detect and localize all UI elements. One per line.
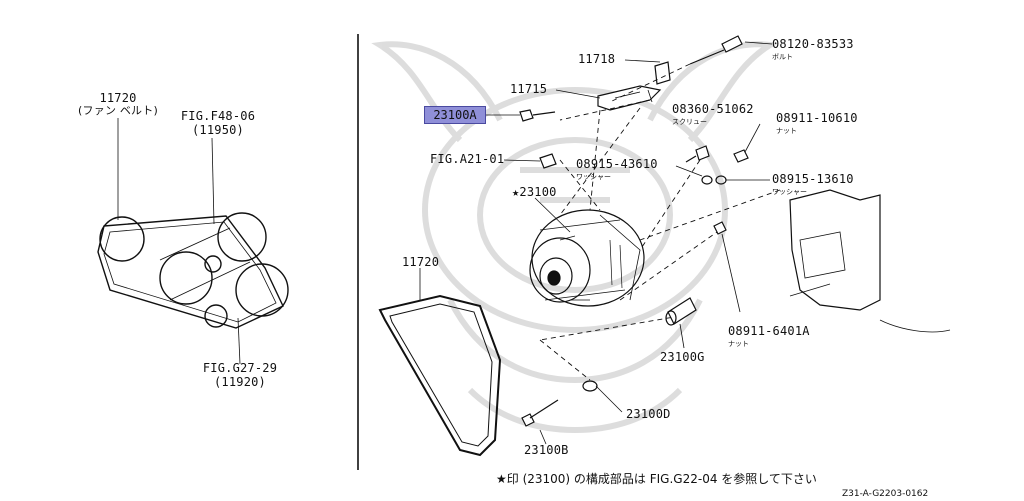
- belt-part-number[interactable]: 11720: [99, 91, 137, 105]
- belt-routing-schematic: [97, 118, 289, 365]
- part-label-08915-43610[interactable]: 08915-43610: [576, 157, 658, 171]
- part-sub-08360-51062: スクリュー: [672, 118, 707, 126]
- part-sub-08915-13610: ワッシャー: [772, 188, 807, 196]
- belt-part-name: (ファン ベルト): [78, 104, 158, 117]
- part-label-11720[interactable]: 11720: [402, 255, 440, 269]
- part-sub-08911-6401a: ナット: [728, 340, 749, 348]
- part-label-23100d[interactable]: 23100D: [626, 407, 671, 421]
- part-label-11715[interactable]: 11715: [510, 82, 548, 96]
- fig-f48-reference[interactable]: FIG.F48-06: [180, 109, 256, 123]
- part-label-11718[interactable]: 11718: [578, 52, 616, 66]
- part-label-08911-6401a[interactable]: 08911-6401A: [728, 324, 810, 338]
- part-label-23100b[interactable]: 23100B: [524, 443, 569, 457]
- part-label-08915-13610[interactable]: 08915-13610: [772, 172, 854, 186]
- fig-f48-part: (11950): [192, 123, 244, 137]
- footer-note: ★印 (23100) の構成部品は FIG.G22-04 を参照して下さい: [496, 472, 817, 486]
- part-sub-08120-83533: ボルト: [772, 53, 793, 61]
- fig-a21-reference[interactable]: FIG.A21-01: [430, 152, 505, 166]
- part-label-23100a-highlighted[interactable]: 23100A: [424, 106, 486, 124]
- part-sub-08915-43610: ワッシャー: [576, 173, 611, 181]
- part-label-08911-10610[interactable]: 08911-10610: [776, 111, 858, 125]
- alternator-exploded-view: [378, 35, 951, 457]
- fig-g27-reference[interactable]: FIG.G27-29: [202, 361, 278, 375]
- part-label-08360-51062[interactable]: 08360-51062: [672, 102, 754, 116]
- part-label-23100[interactable]: ★23100: [512, 185, 557, 199]
- fig-g27-part: (11920): [214, 375, 266, 389]
- part-sub-08911-10610: ナット: [776, 127, 797, 135]
- part-label-23100g[interactable]: 23100G: [660, 350, 705, 364]
- part-label-08120-83533[interactable]: 08120-83533: [772, 37, 854, 51]
- diagram-code: Z31-A-G2203-0162: [842, 489, 929, 499]
